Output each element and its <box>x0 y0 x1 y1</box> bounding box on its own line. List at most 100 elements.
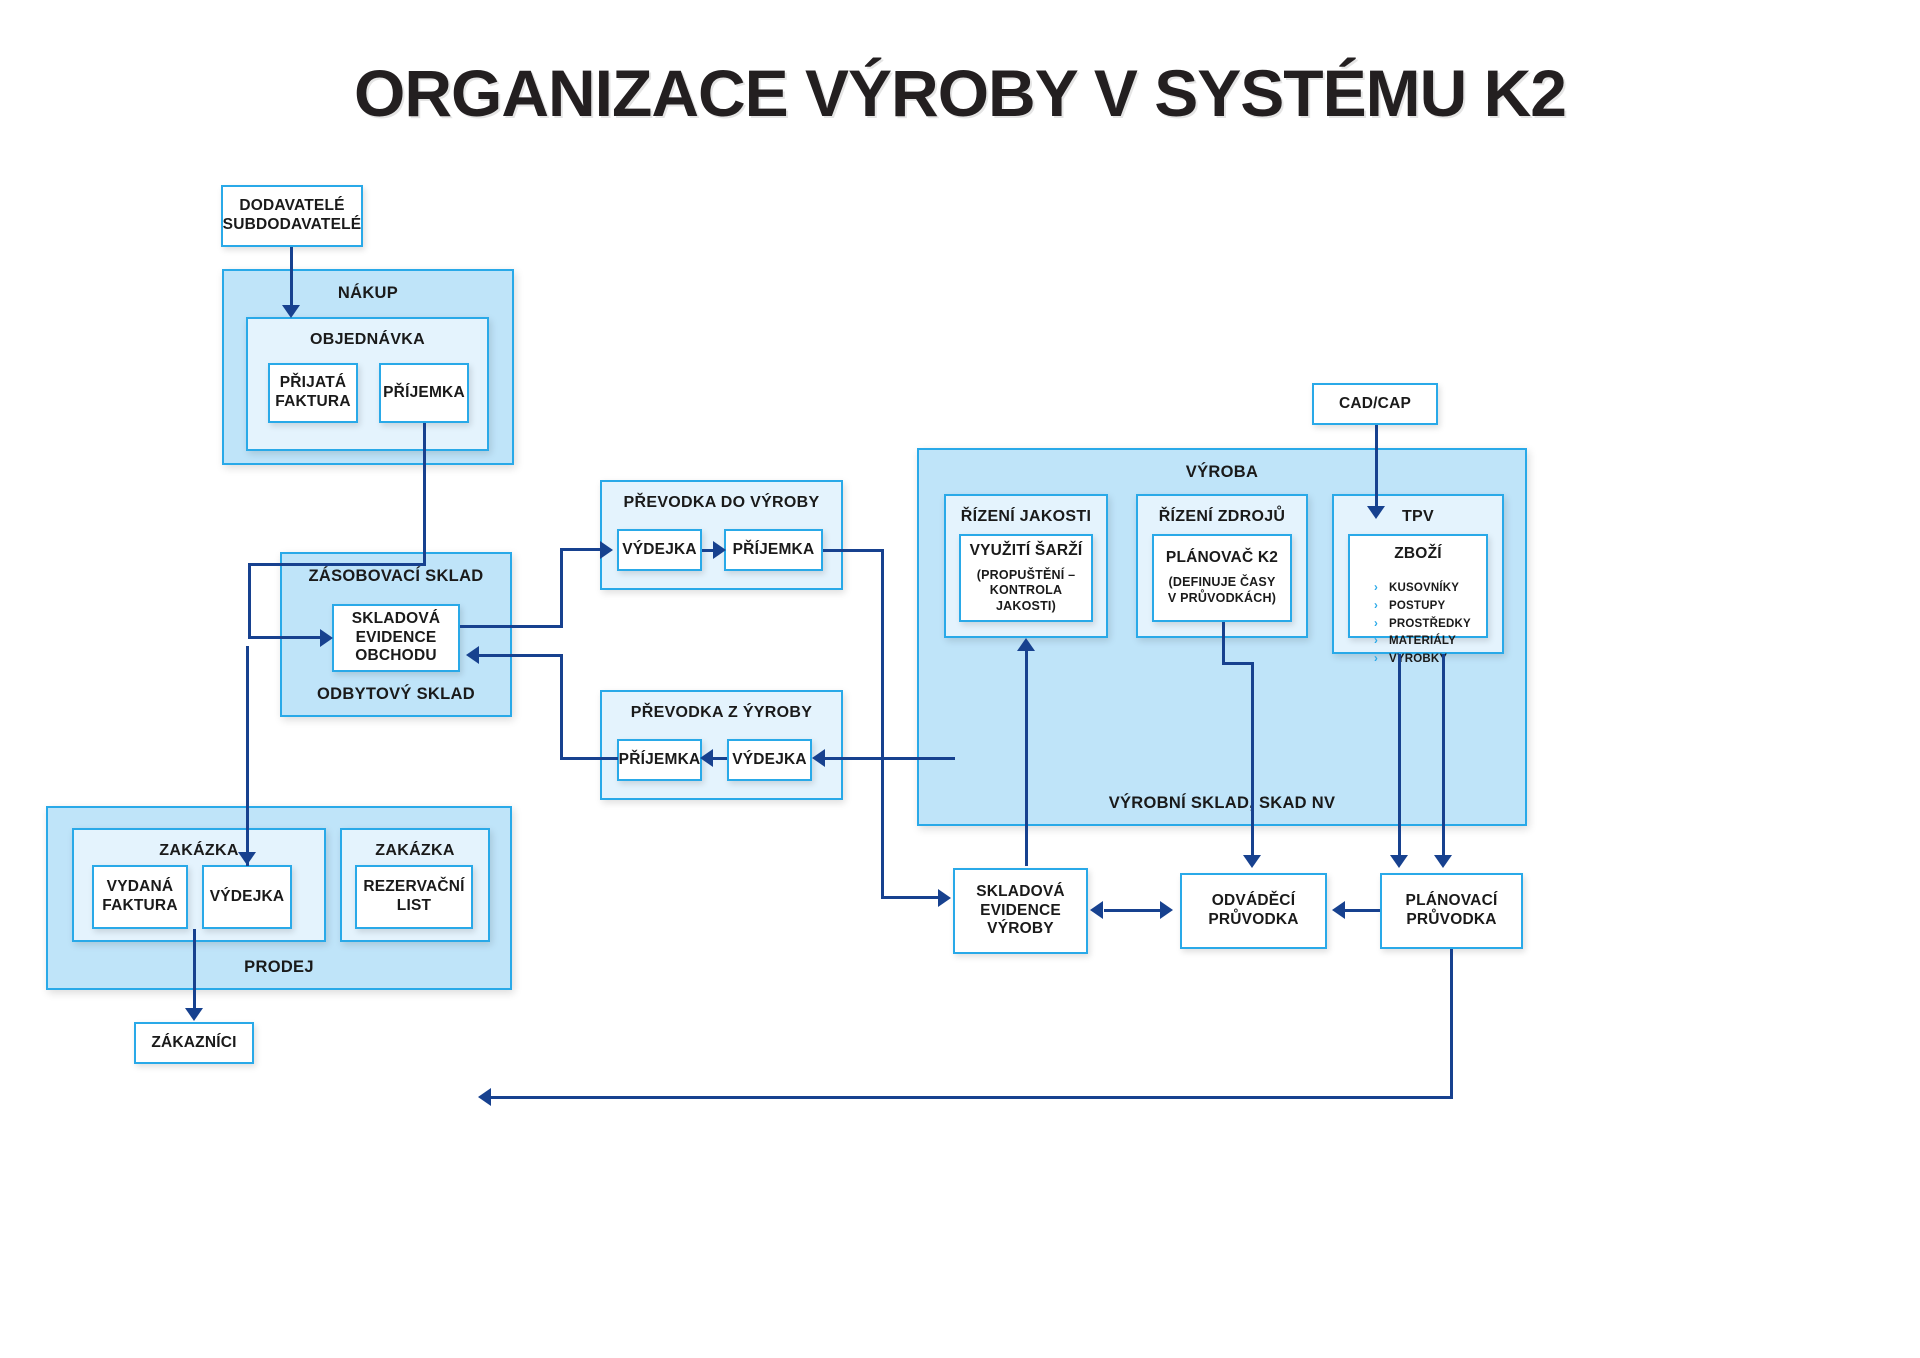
node-transfer-from-prod-issue-label: VÝDEJKA <box>732 750 807 768</box>
group-order-purchase-label: OBJEDNÁVKA <box>309 331 425 348</box>
connector-receipt-down <box>423 423 426 565</box>
group-transfer-from-production-label: PŘEVODKA Z ÝYROBY <box>630 704 813 721</box>
arrowhead-right <box>713 541 726 559</box>
chevron-right-icon: › <box>1374 635 1379 648</box>
group-quality-management-label: ŘÍZENÍ JAKOSTI <box>960 508 1092 525</box>
group-transfer-to-production-label: PŘEVODKA DO VÝROBY <box>623 494 820 511</box>
connector-receipt-left <box>248 563 426 566</box>
connector-transfer-up <box>560 548 563 628</box>
connector-issue-to-receipt <box>702 549 719 552</box>
arrowhead-left <box>478 1088 491 1106</box>
node-issue-note-sales-label: VÝDEJKA <box>209 887 285 905</box>
connector-goods-to-planning-a <box>1398 654 1401 860</box>
node-batch-use-sub: (PROPUŠTĚNÍ –KONTROLA JAKOSTI) <box>976 567 1076 613</box>
connector-sales-to-customers <box>193 929 196 1014</box>
node-receipt-purchase-label: PŘÍJEMKA <box>383 383 465 401</box>
node-issue-note-sales[interactable]: VÝDEJKA <box>202 865 292 929</box>
connector-receipt-back-left <box>560 757 618 760</box>
node-transfer-from-prod-issue[interactable]: VÝDEJKA <box>727 739 812 781</box>
group-supply-store-label: ZÁSOBOVACÍ SKLAD <box>308 567 484 585</box>
connector-planning-to-reservation <box>488 1096 1453 1099</box>
node-cad-cap[interactable]: CAD/CAP <box>1312 383 1438 425</box>
list-item: ›VYROBKY <box>1374 651 1486 669</box>
connector-to-production-down <box>881 549 884 899</box>
group-sales-label: PRODEJ <box>244 957 314 976</box>
connector-prodstock-to-transfer-from <box>824 757 955 760</box>
node-transfer-from-prod-receipt-label: PŘÍJEMKA <box>618 750 701 768</box>
arrowhead-left <box>700 749 713 767</box>
connector-receipt-back-into-stock <box>477 654 563 657</box>
arrowhead-left <box>1332 901 1345 919</box>
connector-planner-right <box>1222 662 1254 665</box>
arrowhead-down <box>1367 506 1385 519</box>
list-item-label: MATERIÁLY <box>1389 635 1456 648</box>
connector-receipt-to-production <box>823 549 884 552</box>
connector-goods-to-planning-b <box>1442 654 1445 860</box>
arrowhead-down <box>1243 855 1261 868</box>
node-batch-use-title: VYUŽITÍ ŠARŽÍ <box>969 541 1083 559</box>
chevron-right-icon: › <box>1374 617 1379 630</box>
arrowhead-left <box>466 646 479 664</box>
arrowhead-down <box>1390 855 1408 868</box>
node-receipt-purchase[interactable]: PŘÍJEMKA <box>379 363 469 423</box>
group-order-left-label: ZAKÁZKA <box>159 842 239 859</box>
arrowhead-left <box>812 749 825 767</box>
connector-cad-to-tpv <box>1375 425 1378 510</box>
connector-receipt-back-up <box>560 654 563 760</box>
list-item-label: POSTUPY <box>1389 599 1446 612</box>
group-resource-management-label: ŘÍZENÍ ZDROJŮ <box>1158 508 1286 525</box>
node-transfer-to-prod-issue-label: VÝDEJKA <box>622 540 697 558</box>
group-supply-store-footer: ODBYTOVÝ SKLAD <box>317 684 475 703</box>
arrowhead-right <box>1160 901 1173 919</box>
connector-into-stock-trade <box>248 636 326 639</box>
connector-planning-down <box>1450 949 1453 1099</box>
list-item: ›KUSOVNÍKY <box>1374 580 1486 598</box>
connector-stock-to-transfer-out <box>460 625 563 628</box>
connector-stock-to-sales <box>246 646 249 866</box>
list-item-label: VYROBKY <box>1389 653 1448 666</box>
arrowhead-right <box>600 541 613 559</box>
arrowhead-down <box>282 305 300 318</box>
node-goods-title: ZBOŽÍ <box>1394 545 1442 562</box>
node-goods[interactable]: ZBOŽÍ ›KUSOVNÍKY › POSTUPY › PROSTŘEDKY › M… <box>1348 534 1488 665</box>
connector-issue-to-receipt-back <box>708 757 727 760</box>
list-item: › POSTUPY <box>1374 598 1486 616</box>
list-item-label: PROSTŘEDKY <box>1389 617 1471 630</box>
connector-transfer-right <box>560 548 605 551</box>
group-production-footer: VÝROBNÍ SKLAD, SKAD NV <box>1108 793 1336 812</box>
connector-into-production-stock <box>881 896 945 899</box>
node-transfer-to-prod-issue[interactable]: VÝDEJKA <box>617 529 702 571</box>
arrowhead-down <box>238 852 256 865</box>
node-batch-use[interactable]: VYUŽITÍ ŠARŽÍ (PROPUŠTĚNÍ –KONTROLA JAKO… <box>959 534 1093 622</box>
connector-receipt-down2 <box>248 563 251 638</box>
list-item-label: KUSOVNÍKY <box>1389 582 1460 594</box>
connector-planner-to-output <box>1251 662 1254 860</box>
group-order-right-label: ZAKÁZKA <box>375 842 455 859</box>
node-customers[interactable]: ZÁKAZNÍCI <box>134 1022 254 1064</box>
list-item: › MATERIÁLY <box>1374 633 1486 651</box>
node-transfer-from-prod-receipt[interactable]: PŘÍJEMKA <box>617 739 702 781</box>
connector-planning-to-output <box>1342 909 1380 912</box>
node-transfer-to-prod-receipt[interactable]: PŘÍJEMKA <box>724 529 823 571</box>
chevron-right-icon: › <box>1374 599 1379 612</box>
node-transfer-to-prod-receipt-label: PŘÍJEMKA <box>732 540 815 558</box>
group-tpv-label: TPV <box>1401 508 1435 525</box>
